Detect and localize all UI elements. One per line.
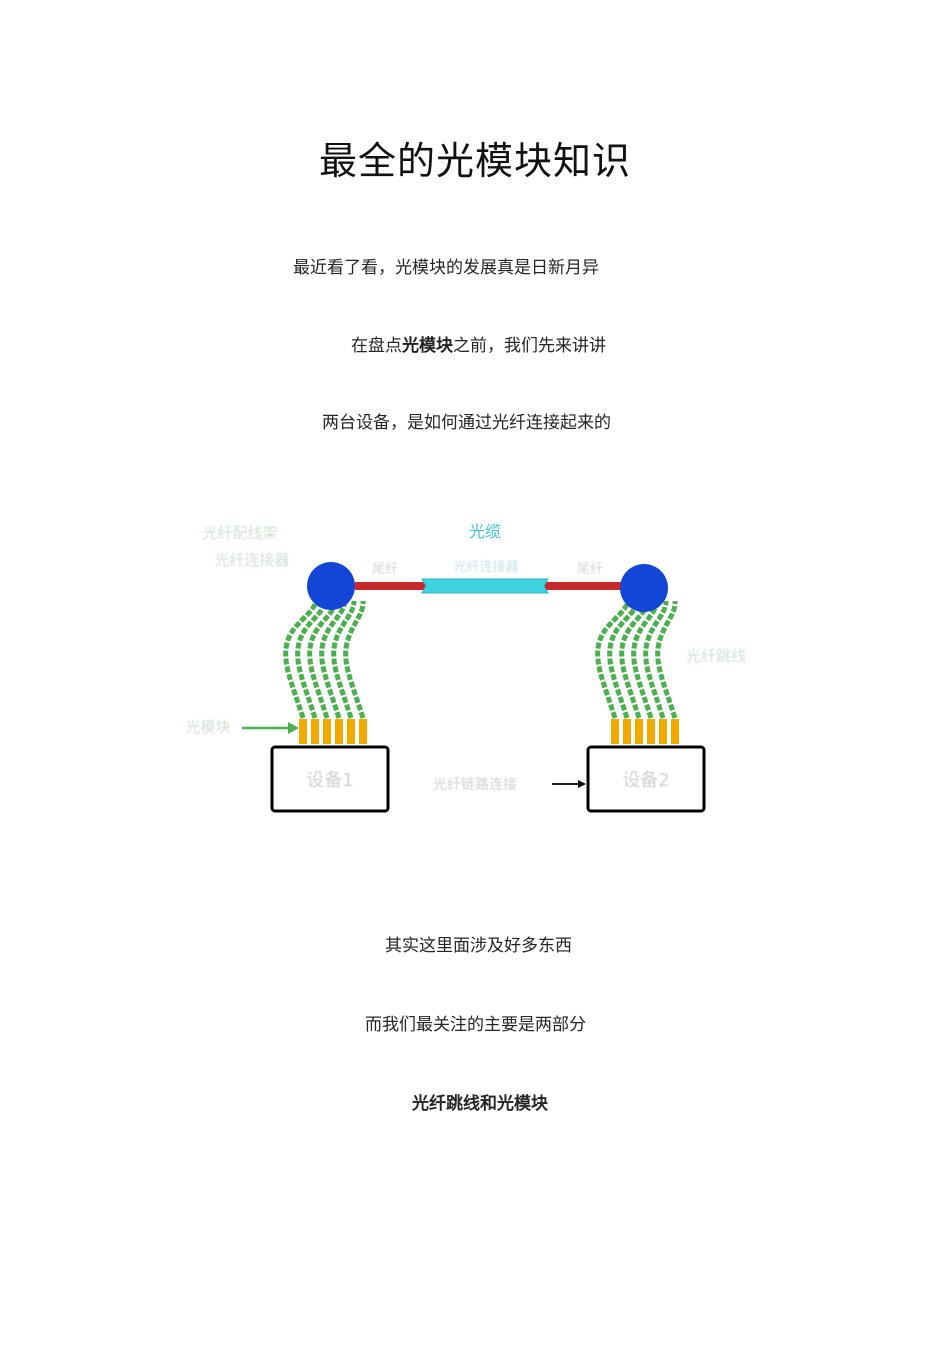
node-left <box>307 562 355 610</box>
intro-line-2-after: 之前，我们先来讲讲 <box>453 336 606 356</box>
faded-label-bottom-middle: 光纤链路连接 <box>433 776 517 793</box>
intro-line-1: 最近看了看，光模块的发展真是日新月异 <box>293 258 599 278</box>
body-line-3-bold: 光纤跳线和光模块 <box>412 1094 548 1114</box>
intro-line-2-bold: 光模块 <box>402 336 453 356</box>
body-line-2: 而我们最关注的主要是两部分 <box>365 1015 586 1035</box>
arrow-head-icon <box>288 722 299 734</box>
connectors-left <box>299 719 367 744</box>
optical-cable <box>421 578 549 594</box>
page-title: 最全的光模块知识 <box>318 139 631 183</box>
device-box-right <box>586 745 706 813</box>
link-arrow-head-icon <box>578 780 586 788</box>
node-right <box>620 564 668 612</box>
faded-box-right-label: 设备2 <box>622 770 669 791</box>
faded-label-left-arrow: 光模块 <box>185 718 230 736</box>
faded-label-left-link: 尾纤 <box>372 562 398 577</box>
intro-line-2: 在盘点光模块之前，我们先来讲讲 <box>351 331 606 356</box>
intro-line-2-before: 在盘点 <box>351 336 402 356</box>
connectors-right <box>611 719 679 744</box>
faded-label-top-left-2: 光纤连接器 <box>214 551 289 569</box>
body-line-1: 其实这里面涉及好多东西 <box>385 936 572 956</box>
red-link-right <box>543 582 625 590</box>
fibers-left <box>283 600 366 719</box>
intro-line-3: 两台设备，是如何通过光纤连接起来的 <box>322 413 611 433</box>
faded-label-right-side: 光纤跳线 <box>686 647 746 665</box>
fiber-connection-diagram: 光纤配线架 光纤连接器 光缆 尾纤 光纤连接器 尾纤 <box>170 505 770 825</box>
faded-box-left-label: 设备1 <box>306 770 353 791</box>
device-box-left <box>270 745 390 813</box>
cable-label: 光缆 <box>469 522 501 541</box>
fibers-right <box>595 600 678 719</box>
faded-label-cable-middle: 光纤连接器 <box>453 559 518 575</box>
faded-label-right-link: 尾纤 <box>577 562 603 577</box>
red-link-left <box>355 582 427 590</box>
faded-label-top-left-1: 光纤配线架 <box>202 524 277 542</box>
diagram-svg: 光纤配线架 光纤连接器 光缆 尾纤 光纤连接器 尾纤 <box>185 522 746 813</box>
